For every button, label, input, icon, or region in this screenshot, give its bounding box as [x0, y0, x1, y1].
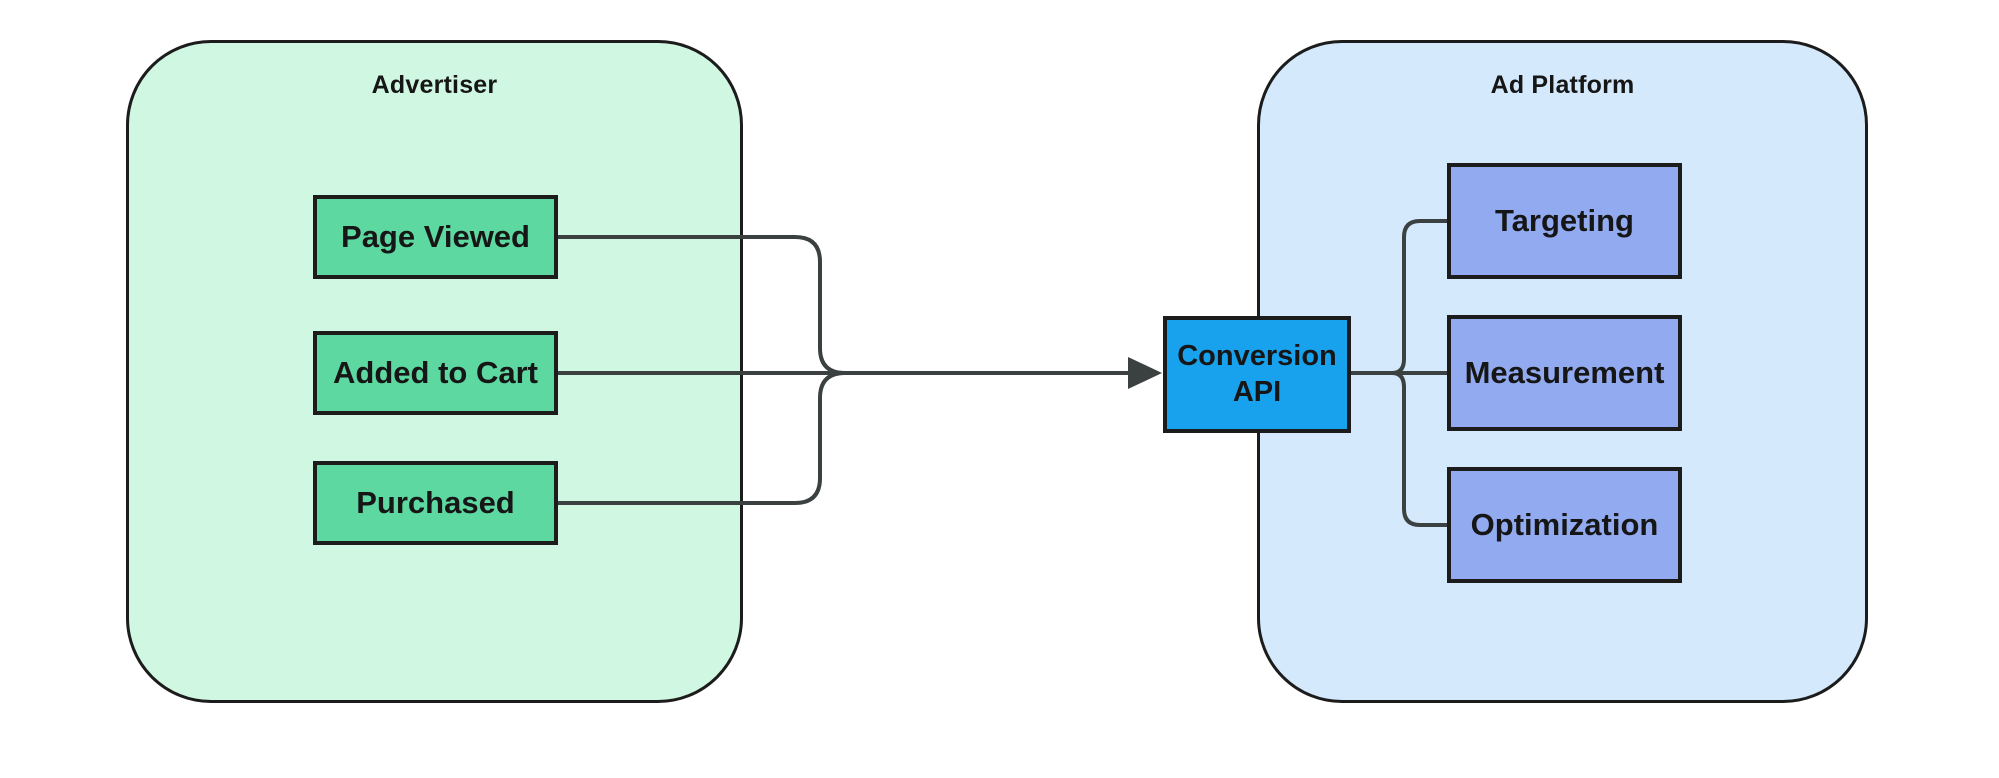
advertiser-container: Advertiser Page Viewed Added to Cart Pur… [126, 40, 743, 703]
node-optimization: Optimization [1447, 467, 1682, 583]
node-page-viewed: Page Viewed [313, 195, 558, 279]
node-targeting: Targeting [1447, 163, 1682, 279]
ad-platform-container: Ad Platform Targeting Measurement Optimi… [1257, 40, 1868, 703]
hub-conversion-api: Conversion API [1163, 316, 1351, 433]
node-measurement: Measurement [1447, 315, 1682, 431]
ad-platform-title: Ad Platform [1490, 71, 1635, 99]
arrowhead-icon [1128, 357, 1162, 389]
node-purchased: Purchased [313, 461, 558, 545]
advertiser-title: Advertiser [371, 71, 498, 99]
node-added-to-cart: Added to Cart [313, 331, 558, 415]
